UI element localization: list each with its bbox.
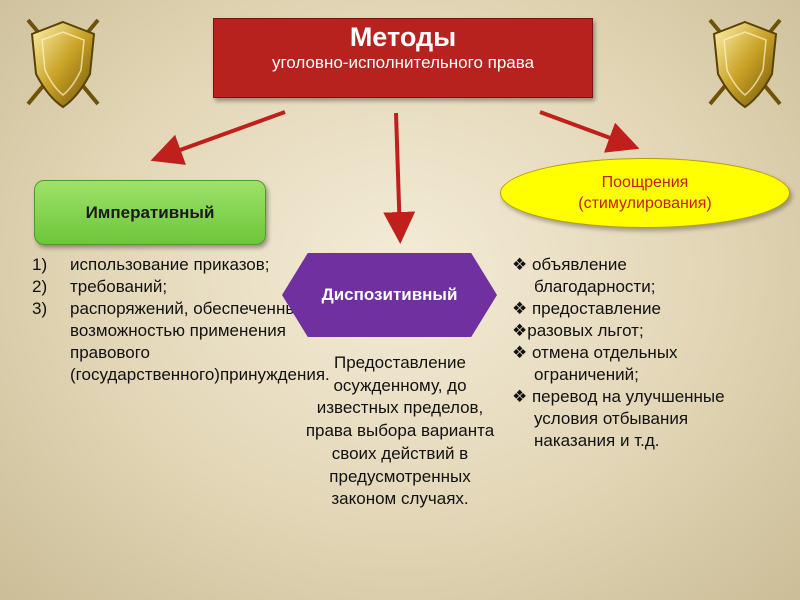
incentives-list: ❖ объявление благодарности; ❖ предоставл…	[512, 254, 797, 452]
dispositive-box: Диспозитивный	[282, 253, 497, 337]
list-item: 2) требований;	[32, 276, 282, 298]
list-item: ограничений;	[534, 365, 639, 384]
incentives-box: Поощрения (стимулирования)	[500, 158, 790, 228]
list-item: 3) распоряжений, обеспеченных возможност…	[32, 298, 330, 386]
imperative-label: Императивный	[85, 202, 215, 222]
list-item-number: 3)	[32, 299, 48, 318]
shield-swords-emblem-icon	[708, 18, 782, 109]
list-item: 1) использование приказов;	[32, 254, 282, 276]
list-item-text: распоряжений, обеспеченных возможностью …	[70, 299, 330, 384]
arrow-to-dispositive	[383, 112, 416, 244]
imperative-list: 1) использование приказов; 2) требований…	[32, 254, 330, 386]
title-box: Методы уголовно-исполнительного права	[213, 18, 593, 98]
list-item: ❖ предоставление	[512, 299, 661, 318]
incentives-label: Поощрения (стимулирования)	[578, 174, 712, 212]
list-item: ❖разовых льгот;	[512, 321, 644, 340]
list-item: ❖ перевод на улучшенные	[512, 387, 725, 406]
arrow-to-imperative	[150, 110, 286, 165]
imperative-box: Императивный	[34, 180, 266, 245]
list-item: благодарности;	[534, 277, 656, 296]
list-item: ❖ объявление	[512, 255, 627, 274]
shield-swords-emblem-icon	[26, 18, 100, 109]
list-item-number: 2)	[32, 277, 48, 296]
list-item-text: требований;	[70, 277, 168, 296]
list-item: ❖ отмена отдельных	[512, 343, 678, 362]
dispositive-label: Диспозитивный	[321, 285, 458, 304]
list-item: наказания и т.д.	[534, 431, 660, 450]
page-subtitle: уголовно-исполнительного права	[271, 53, 535, 72]
page-title: Методы	[349, 22, 457, 52]
list-item: условия отбывания	[534, 409, 689, 428]
list-item-text: использование приказов;	[70, 255, 270, 274]
list-item-number: 1)	[32, 255, 48, 274]
arrow-to-incentives	[539, 110, 640, 153]
dispositive-description: Предоставление осужденному, до известных…	[305, 353, 495, 509]
